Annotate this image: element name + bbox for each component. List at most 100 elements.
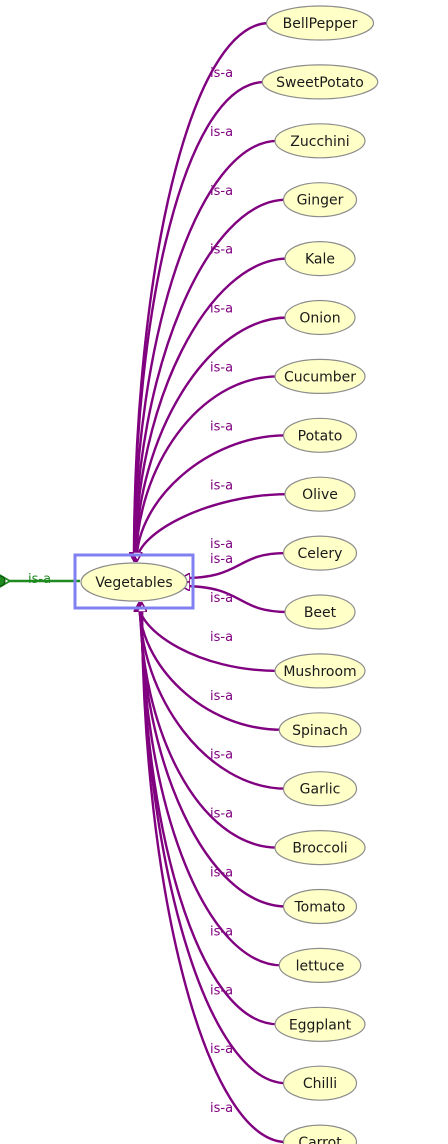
edge-label-sweetpotato: is-a: [210, 125, 233, 140]
node-label-chilli: Chilli: [303, 1076, 337, 1092]
edge-label-onion: is-a: [210, 361, 233, 376]
node-label-beet: Beet: [304, 605, 337, 621]
node-label-cucumber: Cucumber: [284, 369, 356, 385]
node-label-tomato: Tomato: [293, 900, 345, 916]
node-label-garlic: Garlic: [300, 782, 341, 798]
edge-zucchini: [134, 139, 279, 560]
node-shape-eggplant[interactable]: [274, 1006, 366, 1042]
edge-labels-layer: is-ais-ais-ais-ais-ais-ais-ais-ais-ais-a…: [210, 66, 233, 1116]
edge-label-ginger: is-a: [210, 243, 233, 258]
node-label-onion: Onion: [299, 311, 340, 327]
edge-label-lettuce: is-a: [210, 924, 233, 939]
node-chilli[interactable]: Chilli: [282, 1065, 358, 1101]
center-node-label: Vegetables: [95, 575, 172, 591]
node-beet[interactable]: Beet: [284, 594, 356, 630]
edge-label-potato: is-a: [210, 478, 233, 493]
edge-label-tomato: is-a: [210, 866, 233, 881]
edge-onion: [136, 316, 289, 561]
node-label-bellpepper: BellPepper: [283, 16, 358, 32]
node-label-ginger: Ginger: [297, 193, 344, 209]
node-zucchini[interactable]: Zucchini: [274, 123, 366, 159]
edge-label-celery: is-a: [210, 552, 233, 567]
node-shape-onion[interactable]: [284, 299, 356, 336]
edge-label-bellpepper: is-a: [210, 66, 233, 81]
center-node-shape[interactable]: [80, 562, 188, 602]
node-shape-cucumber[interactable]: [274, 358, 366, 394]
node-kale[interactable]: Kale: [284, 241, 356, 277]
edge-celery: [182, 551, 287, 578]
edge-label-olive: is-a: [210, 537, 233, 552]
node-label-mushroom: Mushroom: [283, 664, 356, 680]
node-sweetpotato[interactable]: SweetPotato: [261, 64, 379, 100]
node-shape-mushroom[interactable]: [274, 653, 366, 689]
edge-ginger: [135, 198, 287, 560]
node-label-potato: Potato: [298, 428, 343, 444]
edge-kale: [135, 257, 289, 560]
node-label-carrot: Carrot: [298, 1135, 342, 1144]
edge-label-cucumber: is-a: [210, 419, 233, 434]
node-label-spinach: Spinach: [292, 723, 348, 739]
edge-label-kale: is-a: [210, 302, 233, 317]
edge-carrot: [142, 604, 287, 1144]
node-broccoli[interactable]: Broccoli: [274, 829, 366, 866]
node-label-sweetpotato: SweetPotato: [276, 75, 364, 91]
edge-beet: [182, 586, 289, 614]
node-shape-tomato[interactable]: [282, 888, 358, 925]
node-label-eggplant: Eggplant: [289, 1017, 352, 1033]
edge-potato: [137, 434, 287, 560]
node-onion[interactable]: Onion: [284, 299, 356, 336]
node-shape-potato[interactable]: [282, 417, 358, 453]
node-label-lettuce: lettuce: [296, 958, 345, 974]
edge-mushroom: [139, 604, 279, 673]
node-shape-garlic[interactable]: [282, 771, 358, 807]
node-shape-broccoli[interactable]: [274, 829, 366, 866]
node-eggplant[interactable]: Eggplant: [274, 1006, 366, 1042]
node-shape-kale[interactable]: [284, 241, 356, 277]
selection-box: [73, 553, 195, 610]
node-shape-ginger[interactable]: [282, 182, 358, 218]
edge-label-garlic: is-a: [210, 748, 233, 763]
edge-label-spinach: is-a: [210, 689, 233, 704]
node-shape-lettuce[interactable]: [278, 947, 362, 984]
edge-label-zucchini: is-a: [210, 184, 233, 199]
node-lettuce[interactable]: lettuce: [278, 947, 362, 984]
node-bellpepper[interactable]: BellPepper: [265, 5, 375, 41]
node-label-olive: Olive: [302, 487, 338, 503]
node-shape-chilli[interactable]: [282, 1065, 358, 1101]
node-tomato[interactable]: Tomato: [282, 888, 358, 925]
node-shape-carrot[interactable]: [282, 1124, 358, 1144]
node-label-celery: Celery: [298, 546, 343, 562]
center-node[interactable]: Vegetables: [73, 553, 195, 610]
edge-label-carrot: is-a: [210, 1101, 233, 1116]
edge-sweetpotato: [134, 80, 266, 560]
node-celery[interactable]: Celery: [282, 535, 358, 571]
node-mushroom[interactable]: Mushroom: [274, 653, 366, 689]
edge-olive: [137, 493, 289, 560]
node-olive[interactable]: Olive: [284, 476, 356, 512]
node-shape-olive[interactable]: [284, 476, 356, 512]
edges-layer: [134, 21, 289, 1144]
parent-node-stub[interactable]: [0, 575, 6, 587]
node-shape-zucchini[interactable]: [274, 123, 366, 159]
node-label-kale: Kale: [305, 252, 335, 268]
node-shape-spinach[interactable]: [278, 712, 362, 748]
node-carrot[interactable]: Carrot: [282, 1124, 358, 1144]
edge-label-chilli: is-a: [210, 1042, 233, 1057]
parent-edge: is-a: [0, 572, 80, 587]
edge-label-beet: is-a: [210, 591, 233, 606]
node-cucumber[interactable]: Cucumber: [274, 358, 366, 394]
parent-edge-label: is-a: [28, 572, 51, 587]
node-shape-beet[interactable]: [284, 594, 356, 630]
edge-label-mushroom: is-a: [210, 630, 233, 645]
edge-label-eggplant: is-a: [210, 983, 233, 998]
node-potato[interactable]: Potato: [282, 417, 358, 453]
edge-spinach: [139, 604, 283, 731]
node-garlic[interactable]: Garlic: [282, 771, 358, 807]
node-spinach[interactable]: Spinach: [278, 712, 362, 748]
node-shape-sweetpotato[interactable]: [261, 64, 379, 100]
node-ginger[interactable]: Ginger: [282, 182, 358, 218]
node-shape-celery[interactable]: [282, 535, 358, 571]
node-shape-bellpepper[interactable]: [265, 5, 375, 41]
edge-cucumber: [136, 375, 279, 560]
